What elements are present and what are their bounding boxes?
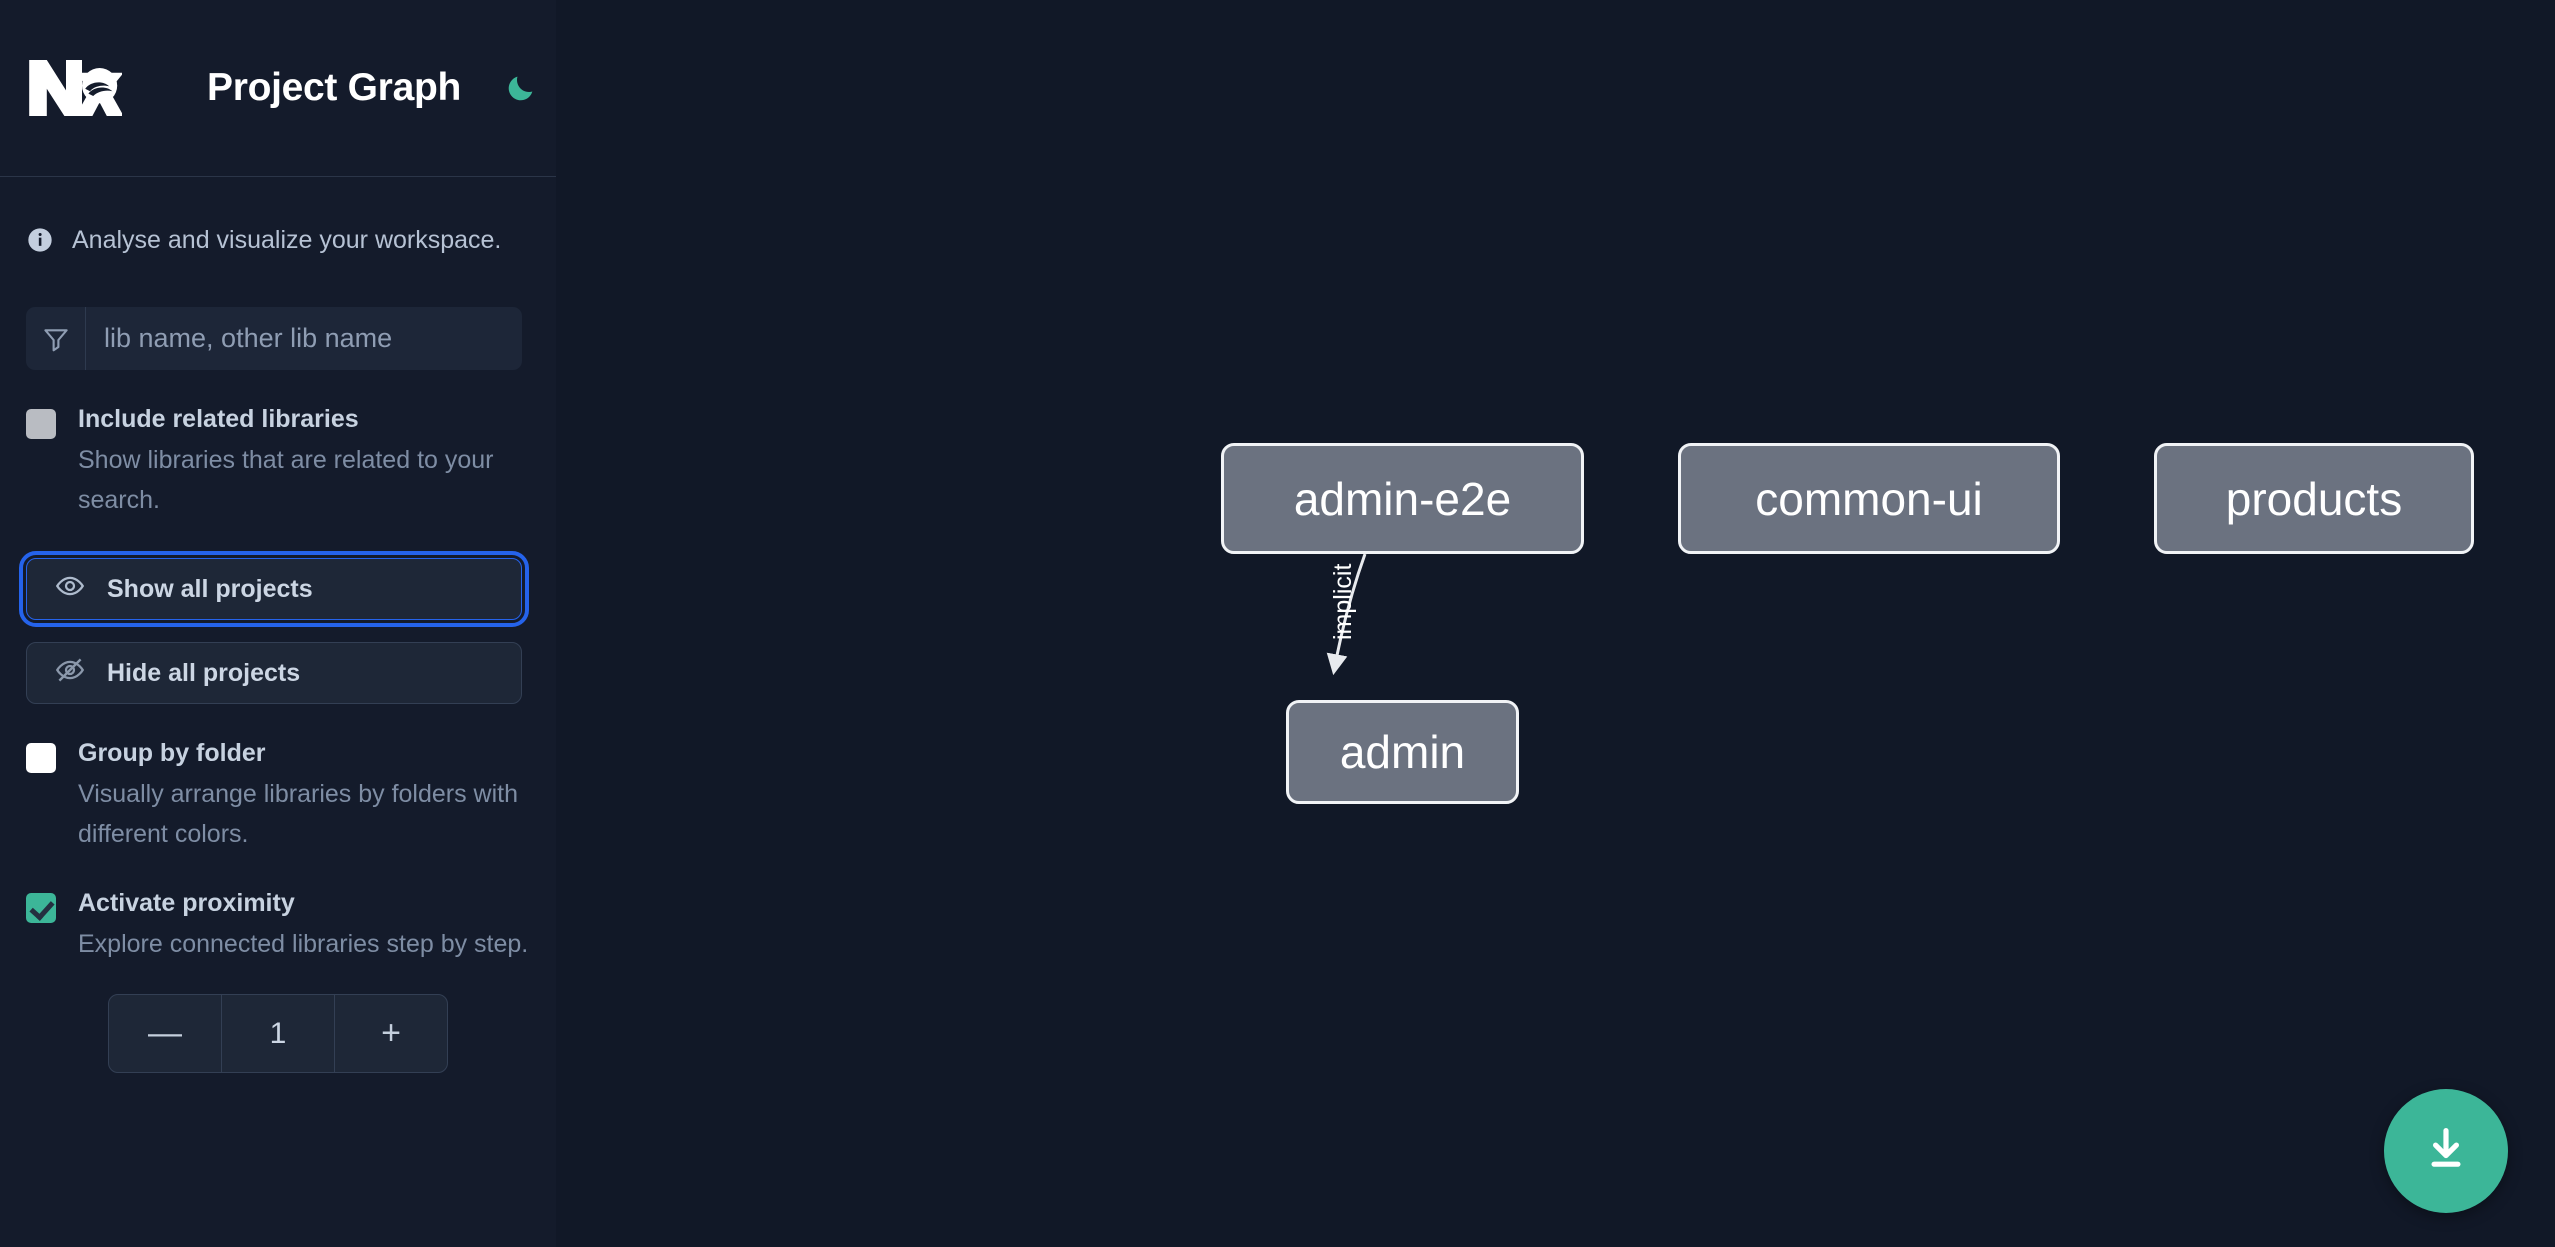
sidebar: Project Graph Analyse and visualize your…: [0, 0, 573, 1247]
graph-node-admin-e2e[interactable]: admin-e2e: [1221, 443, 1584, 554]
group-by-folder-checkbox[interactable]: [26, 743, 56, 773]
option-description: Show libraries that are related to your …: [78, 446, 494, 514]
graph-edges-layer: implicit implicit: [1326, 553, 1367, 676]
hide-all-projects-button[interactable]: Hide all projects: [26, 642, 522, 704]
sidebar-body: Analyse and visualize your workspace. In…: [0, 195, 556, 1073]
option-group-by-folder: Group by folder Visually arrange librari…: [26, 738, 530, 854]
tagline: Analyse and visualize your workspace.: [26, 195, 530, 285]
proximity-stepper[interactable]: — 1 +: [108, 994, 448, 1073]
graph-node-common-ui[interactable]: common-ui: [1678, 443, 2060, 554]
eye-off-icon: [55, 655, 85, 692]
graph-canvas[interactable]: implicit implicit admin-e2e common-ui pr…: [556, 0, 2555, 1247]
download-icon: [2420, 1123, 2472, 1180]
include-related-libraries-checkbox[interactable]: [26, 409, 56, 439]
option-description: Visually arrange libraries by folders wi…: [78, 780, 519, 848]
show-all-projects-button[interactable]: Show all projects: [19, 551, 529, 627]
download-graph-button[interactable]: [2384, 1089, 2508, 1213]
visibility-button-group: Show all projects Hide all projects: [19, 551, 530, 704]
tagline-text: Analyse and visualize your workspace.: [72, 225, 502, 254]
search-box[interactable]: [26, 307, 522, 370]
stepper-value: 1: [221, 995, 335, 1072]
option-label: Group by folder: [78, 739, 266, 767]
activate-proximity-checkbox[interactable]: [26, 893, 56, 923]
node-label: admin: [1339, 726, 1466, 778]
info-icon: [26, 226, 54, 254]
node-label: products: [2225, 472, 2403, 525]
option-description: Explore connected libraries step by step…: [78, 930, 529, 958]
edge-label-admin-implicit: implicit: [1329, 564, 1357, 640]
option-label: Include related libraries: [78, 405, 359, 433]
option-label: Activate proximity: [78, 889, 295, 917]
node-label: common-ui: [1755, 472, 1983, 525]
eye-icon: [55, 571, 85, 608]
filter-funnel-icon: [26, 307, 86, 370]
option-include-related-libraries: Include related libraries Show libraries…: [26, 404, 530, 520]
stepper-increment-button[interactable]: +: [381, 1014, 401, 1052]
node-label: admin-e2e: [1293, 472, 1512, 525]
page-title: Project Graph: [207, 66, 461, 109]
search-input[interactable]: [86, 307, 522, 370]
graph-node-admin[interactable]: admin: [1286, 700, 1519, 804]
graph-node-products[interactable]: products: [2154, 443, 2474, 554]
hide-all-projects-label: Hide all projects: [107, 658, 301, 687]
option-activate-proximity: Activate proximity Explore connected lib…: [26, 888, 530, 964]
show-all-projects-label: Show all projects: [107, 574, 313, 603]
stepper-decrement-button[interactable]: —: [148, 1014, 182, 1052]
moon-icon[interactable]: [501, 68, 541, 108]
sidebar-header: Project Graph: [0, 0, 556, 177]
nx-logo: [26, 53, 124, 123]
